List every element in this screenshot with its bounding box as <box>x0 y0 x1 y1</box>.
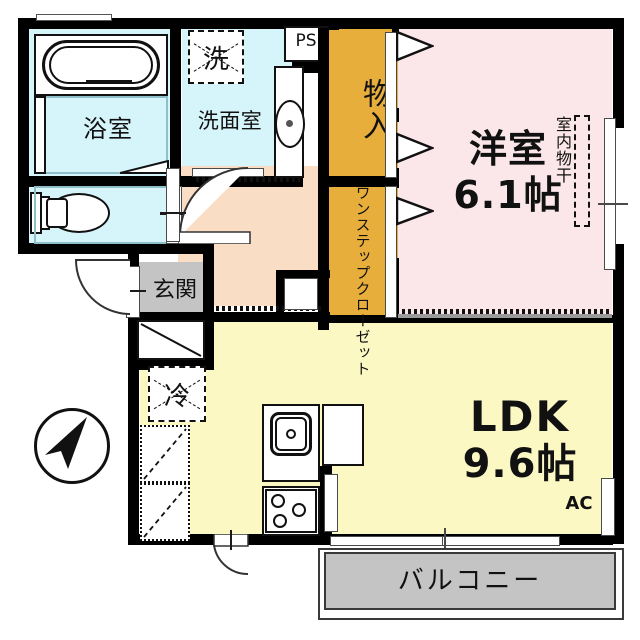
wall-right-outer-bottom <box>613 244 624 544</box>
kitchen-sink-drain <box>286 429 296 439</box>
kitchen-cabinet <box>322 404 364 466</box>
wall-entrance-bottom <box>128 312 214 322</box>
entrance-door-mark <box>122 290 146 292</box>
indoor-laundry-label: 室内物干 <box>553 116 572 184</box>
hall-door-mark <box>160 212 186 214</box>
bedroom-window[interactable] <box>604 118 616 270</box>
storage-label: 物入 <box>357 78 392 142</box>
wall-left-outer <box>18 18 29 254</box>
pipe-space-label: PS <box>295 31 317 51</box>
wall-bath-toilet-div <box>18 176 214 187</box>
wall-right-outer-top <box>613 18 624 128</box>
onestep-closet-door-panel[interactable] <box>385 186 397 318</box>
ldk-closet-lower <box>140 483 190 541</box>
hall-door-swing[interactable] <box>177 166 252 245</box>
bath-step <box>34 96 46 174</box>
washer-mark-label: 洗 <box>202 44 229 75</box>
hall-door-leaf[interactable] <box>166 168 180 242</box>
ldk-name-label: LDK <box>469 392 571 441</box>
entrance-fill <box>136 262 212 320</box>
fridge-space-box: 冷 <box>148 366 206 422</box>
washroom-threshold <box>196 177 300 182</box>
toilet-seat-back <box>46 198 68 228</box>
storage-door-panel[interactable] <box>385 32 397 178</box>
wall-ps-bottom <box>292 62 328 73</box>
bedroom-window-mark <box>598 203 628 205</box>
toilet-floor-outline <box>34 186 174 244</box>
wall-closet-right-c <box>392 168 399 188</box>
bathtub-drain-ledge <box>86 80 132 84</box>
bedroom-name-label: 洋室 <box>468 127 547 171</box>
ldk-north-threshold <box>216 306 324 311</box>
bathtub-inner <box>49 46 153 84</box>
balcony-label: バルコニー <box>397 566 543 596</box>
aircon-label: AC <box>565 493 593 514</box>
washer-space-box: 洗 <box>188 30 244 84</box>
ldk-size-label: 9.6帖 <box>462 441 578 487</box>
wall-wet-bottom <box>18 243 214 254</box>
ldk-service-door-mark <box>230 530 232 550</box>
bedroom-south-threshold <box>402 309 610 314</box>
wall-bath-wash-div <box>170 18 181 186</box>
ldk-balcony-window-mark <box>444 528 446 550</box>
wall-storage-left-lower <box>318 182 329 330</box>
wall-ps-right <box>328 18 339 30</box>
bedroom-south-edge <box>398 314 612 318</box>
ldk-fill <box>140 322 612 544</box>
aircon-unit-icon <box>601 478 615 536</box>
wall-shoebox-right <box>203 312 214 370</box>
bath-room-label: 浴室 <box>83 115 133 143</box>
wall-hall-south <box>214 312 330 322</box>
onestep-closet-label: ワンステップクローゼット <box>353 185 372 377</box>
shoe-cabinet <box>137 320 205 360</box>
kitchen-partition-panel <box>324 474 338 532</box>
bedroom-size-label: 6.1帖 <box>453 173 563 217</box>
wall-kitchen-post-cap <box>320 466 332 474</box>
stove-burner-3 <box>273 514 287 528</box>
entrance-label: 玄関 <box>152 278 197 303</box>
wall-storage-mid <box>318 176 398 187</box>
wall-top-right <box>388 18 624 29</box>
indoor-laundry-rail-icon <box>574 115 590 227</box>
wall-shoebox-bottom <box>128 360 214 370</box>
washroom-label: 洗面室 <box>197 109 263 133</box>
vanity-drain <box>286 120 293 127</box>
storage-door-arrow-top-icon <box>395 30 436 62</box>
bath-door[interactable] <box>119 159 170 174</box>
hall-opening-panel <box>284 278 318 310</box>
stove-burner-2 <box>292 503 306 517</box>
entry-door-swing[interactable] <box>68 256 132 322</box>
storage-door-arrow-bottom-icon <box>395 132 436 164</box>
ldk-balcony-window-right[interactable] <box>442 536 560 546</box>
wall-top-left <box>18 18 398 29</box>
wall-bedroom-ldk-div <box>328 315 613 323</box>
bath-top-window <box>36 14 112 21</box>
wall-entrance-right <box>203 254 214 322</box>
balcony-fill <box>324 552 616 610</box>
ldk-balcony-window-left[interactable] <box>330 536 448 546</box>
stove-burner-1 <box>271 494 285 508</box>
fridge-mark-label: 冷 <box>163 381 190 412</box>
bedroom-fill <box>398 28 612 322</box>
wall-storage-left-upper <box>318 28 329 178</box>
wall-hall-stub <box>276 270 284 316</box>
wall-hall-stub-h <box>276 270 330 278</box>
compass-rose <box>34 408 110 484</box>
onestep-closet-arrow-icon <box>395 196 436 226</box>
ldk-closet-upper <box>140 425 190 483</box>
wall-hall-left <box>128 254 139 544</box>
